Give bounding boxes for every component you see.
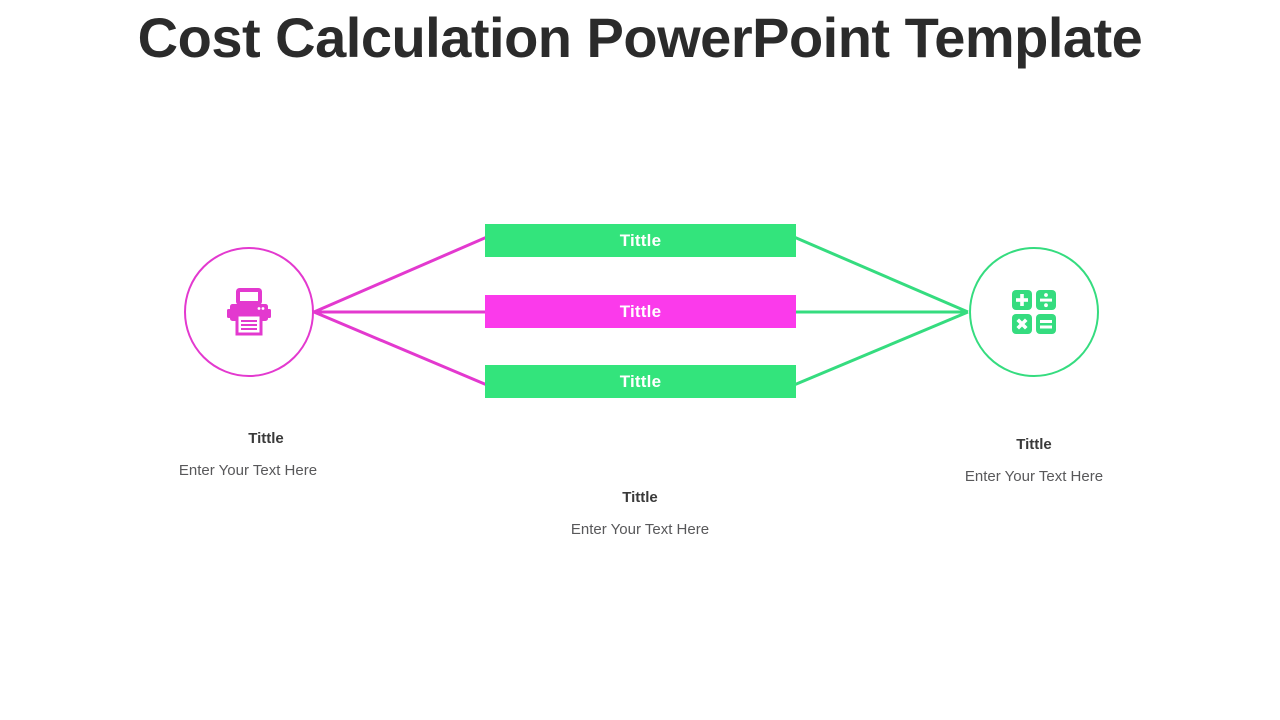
left-connector-group <box>313 235 488 387</box>
right-caption-body: Enter Your Text Here <box>964 468 1104 485</box>
right-node-caption: Tittle Enter Your Text Here <box>934 436 1134 486</box>
left-node-circle[interactable] <box>184 247 314 377</box>
right-caption-title: Tittle <box>1016 436 1052 453</box>
right-node-circle[interactable] <box>969 247 1099 377</box>
left-caption-title: Tittle <box>248 430 284 447</box>
right-connector-group <box>793 235 969 387</box>
page-title: Cost Calculation PowerPoint Template <box>137 6 1143 69</box>
process-bar-3[interactable]: Tittle <box>485 365 796 398</box>
left-caption-body: Enter Your Text Here <box>178 462 318 479</box>
connector-right-bottom <box>793 310 969 387</box>
connector-right-top <box>793 235 969 314</box>
process-bar-3-label: Tittle <box>619 371 662 391</box>
center-caption-body: Enter Your Text Here <box>570 521 710 538</box>
left-node-caption: Tittle Enter Your Text Here <box>148 430 348 480</box>
process-bar-1-label: Tittle <box>619 230 662 250</box>
printer-icon <box>224 288 274 336</box>
process-bar-2-label: Tittle <box>619 301 662 321</box>
connector-left-top <box>313 235 488 314</box>
process-bar-2[interactable]: Tittle <box>485 295 796 328</box>
process-bar-1[interactable]: Tittle <box>485 224 796 257</box>
connector-left-bottom <box>313 310 488 387</box>
center-caption: Tittle Enter Your Text Here <box>540 489 740 539</box>
center-caption-title: Tittle <box>622 489 658 506</box>
calculator-icon <box>1011 289 1057 335</box>
